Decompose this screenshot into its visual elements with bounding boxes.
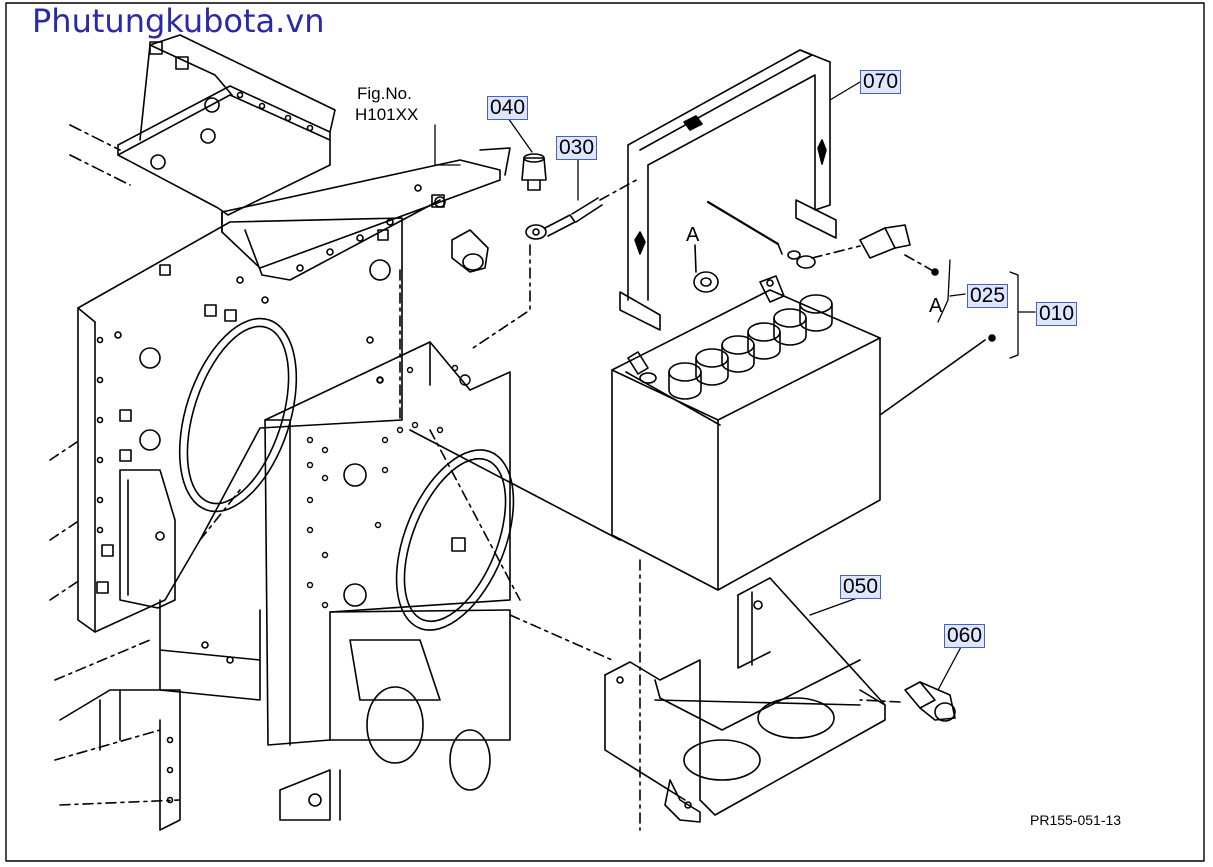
bolt-025-shape (859, 224, 911, 259)
battery-010 (611, 275, 881, 591)
tractor-frame (49, 34, 521, 831)
figure-number-value: H101XX (355, 105, 419, 124)
terminal-030-shape (525, 197, 603, 240)
battery-tray-050 (604, 577, 886, 823)
callout-070[interactable]: 070 (860, 70, 902, 94)
marker-a-bolt: A (929, 295, 943, 317)
bolt-060-shape (904, 681, 956, 722)
watermark-text: Phutungkubota.vn (32, 2, 325, 40)
callout-040[interactable]: 040 (487, 96, 529, 120)
callout-025[interactable]: 025 (967, 284, 1009, 308)
marker-a-nut: A (686, 224, 700, 246)
hold-down-strap-070 (619, 49, 837, 331)
figure-number-label: Fig.No. (357, 84, 412, 103)
drawing-border (5, 2, 1205, 862)
bolt-040-shape (521, 153, 547, 191)
drawing-code: PR155-051-13 (1030, 812, 1122, 828)
callout-060[interactable]: 060 (944, 624, 986, 648)
callout-010[interactable]: 010 (1036, 302, 1078, 326)
callout-030[interactable]: 030 (556, 136, 598, 160)
callout-050[interactable]: 050 (840, 575, 882, 599)
cam-bracket (451, 229, 489, 273)
